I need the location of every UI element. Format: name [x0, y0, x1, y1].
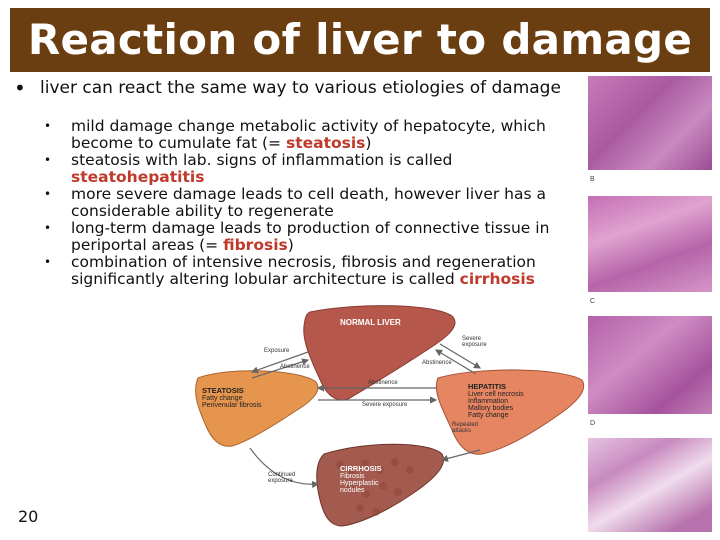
sub-bullet-text: steatosis with lab. signs of inflammatio… — [71, 151, 453, 169]
sub-bullet-text: more severe damage leads to cell death, … — [71, 185, 546, 220]
arrow-label-continued-exposure: Continued exposure — [268, 472, 296, 484]
arrow-label-abstinence: Abstinence — [368, 380, 398, 386]
micrograph-steatosis — [588, 196, 712, 292]
highlighted-term: steatosis — [285, 134, 366, 152]
panel-label-c: C — [590, 298, 596, 305]
hepatitis-line: Fatty change — [468, 412, 509, 419]
main-bullet-text: liver can react the same way to various … — [40, 78, 561, 98]
steatosis-line: Fatty change — [202, 395, 243, 402]
sub-bullet-list: • mild damage change metabolic activity o… — [44, 118, 584, 288]
sub-bullet-item: • more severe damage leads to cell death,… — [44, 186, 584, 220]
steatosis-line: Perivenular fibrosis — [202, 402, 262, 409]
bullet-dot: • — [44, 119, 52, 133]
bullet-dot: • — [44, 153, 52, 167]
bullet-dot: • — [44, 255, 52, 269]
title-bar: Reaction of liver to damage — [10, 8, 710, 72]
page-number: 20 — [18, 507, 39, 526]
arrow-label-severe-exposure: Severe exposure — [362, 402, 408, 408]
arrow-label-repeated-attacks: Repeated attacks — [452, 422, 479, 434]
hepatitis-line: Inflammation — [468, 398, 509, 405]
cirrhosis-liver-shape — [316, 443, 444, 527]
hepatitis-liver-shape — [436, 369, 585, 455]
sub-bullet-text: combination of intensive necrosis, fibro… — [71, 253, 536, 288]
panel-label-d: D — [590, 420, 596, 427]
slide-title: Reaction of liver to damage — [27, 15, 693, 64]
sub-bullet-text: long-term damage leads to production of … — [71, 219, 550, 254]
arrow-label-abstinence: Abstinence — [280, 364, 310, 370]
sub-bullet-item: • steatosis with lab. signs of inflammati… — [44, 152, 584, 186]
cirrhosis-line: nodules — [340, 487, 365, 494]
bullet-dot: • — [44, 221, 52, 235]
arrow-label-abstinence: Abstinence — [422, 360, 452, 366]
sub-bullet-text: mild damage change metabolic activity of… — [71, 117, 546, 152]
hepatitis-label: HEPATITIS Liver cell necrosis Inflammati… — [468, 382, 524, 419]
highlighted-term: steatohepatitis — [71, 168, 205, 186]
normal-liver-label: NORMAL LIVER — [340, 318, 401, 327]
cirrhosis-label: CIRRHOSIS Fibrosis Hyperplastic nodules — [340, 464, 382, 494]
diagram-graphics — [195, 305, 585, 527]
bullet-dot: • — [44, 187, 52, 201]
hepatitis-line: Liver cell necrosis — [468, 391, 524, 398]
hepatitis-line: Mallory bodies — [468, 405, 514, 412]
steatosis-liver-shape — [195, 370, 319, 447]
arrow-label-exposure: Exposure — [264, 348, 290, 354]
highlighted-term: fibrosis — [223, 236, 288, 254]
micrograph-normal — [588, 76, 712, 170]
highlighted-term: cirrhosis — [459, 270, 535, 288]
liver-damage-diagram: NORMAL LIVER STEATOSIS Fatty change Peri… — [190, 300, 585, 528]
cirrhosis-line: Fibrosis — [340, 473, 365, 480]
micrograph-cirrhosis — [588, 438, 712, 532]
sub-bullet-item: • mild damage change metabolic activity o… — [44, 118, 584, 152]
panel-label-b: B — [590, 176, 595, 183]
cirrhosis-line: Hyperplastic — [340, 480, 379, 487]
sub-bullet-text-end: ) — [365, 134, 372, 152]
sub-bullet-text-end: ) — [287, 236, 294, 254]
steatosis-label: STEATOSIS Fatty change Perivenular fibro… — [202, 386, 262, 409]
sub-bullet-item: • long-term damage leads to production of… — [44, 220, 584, 254]
bullet-dot: • — [14, 76, 26, 100]
arrow-label-severe-exposure: Severe exposure — [462, 336, 487, 348]
micrograph-hepatitis — [588, 316, 712, 414]
sub-bullet-item: • combination of intensive necrosis, fibr… — [44, 254, 584, 288]
